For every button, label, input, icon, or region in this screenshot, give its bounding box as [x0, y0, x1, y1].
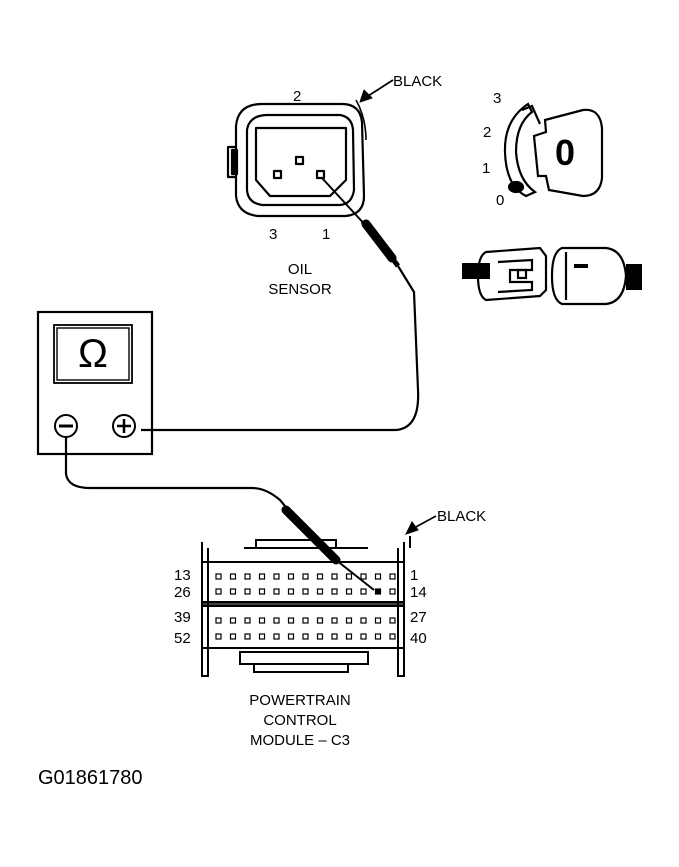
pcm-label-line2: CONTROL	[263, 712, 337, 729]
pcm-pin-cavity	[389, 633, 396, 640]
positive-test-lead	[141, 177, 420, 432]
pcm-pin-cavity	[360, 588, 367, 595]
ohmmeter	[36, 310, 154, 456]
pcm-pin-52-label: 52	[174, 630, 191, 647]
pcm-pin-cavity	[374, 588, 382, 595]
pcm-pin-26-label: 26	[174, 584, 191, 601]
pcm-pin-cavity	[374, 633, 382, 640]
pcm-pin-cavity	[374, 573, 382, 580]
pcm-pin-cavity	[316, 633, 324, 640]
pcm-pin-1-label: 1	[410, 567, 419, 584]
pcm-pin-cavity	[302, 633, 309, 640]
pcm-pin-cavity	[229, 573, 237, 580]
pcm-pin-cavity	[273, 573, 280, 580]
ignition-switch-icon	[462, 246, 642, 306]
pcm-pin-cavity	[316, 573, 324, 580]
pcm-pin-cavity	[258, 588, 266, 595]
pcm-pin-39-label: 39	[174, 609, 191, 626]
ignition-position-1: 1	[482, 160, 491, 177]
pcm-pin-cavity	[331, 588, 338, 595]
pcm-pin-cavity	[302, 573, 309, 580]
pcm-pin-grid	[215, 573, 396, 640]
pcm-pin-cavity	[374, 617, 382, 624]
pcm-pin-cavity	[258, 617, 266, 624]
negative-test-lead	[64, 437, 375, 591]
pcm-pin-cavity	[273, 588, 280, 595]
pcm-pin-cavity	[287, 633, 295, 640]
pcm-pin-cavity	[273, 633, 280, 640]
pcm-connector	[201, 515, 437, 677]
pcm-pin-cavity	[287, 573, 295, 580]
pcm-pin-cavity	[229, 588, 237, 595]
pcm-pin-cavity	[389, 617, 396, 624]
pcm-label-line3: MODULE – C3	[249, 732, 351, 749]
pcm-pin-cavity	[302, 588, 309, 595]
oil-sensor-pin-2-label: 2	[293, 88, 302, 105]
pcm-pin-cavity	[215, 633, 222, 640]
pcm-pin-cavity	[229, 633, 237, 640]
pcm-pin-cavity	[360, 573, 367, 580]
ignition-position-3: 3	[493, 90, 502, 107]
ohm-symbol: Ω	[78, 332, 108, 376]
pcm-pin-cavity	[244, 633, 251, 640]
pcm-pin-cavity	[389, 573, 396, 580]
pcm-pin-cavity	[215, 617, 222, 624]
pcm-pin-cavity	[273, 617, 280, 624]
key-mark: 0	[555, 132, 576, 173]
pcm-pin-cavity	[316, 617, 324, 624]
pcm-pin-cavity	[345, 588, 353, 595]
pcm-pin-cavity	[331, 617, 338, 624]
pcm-pin-cavity	[258, 633, 266, 640]
pcm-pin-cavity	[331, 573, 338, 580]
pcm-pin-27-label: 27	[410, 609, 427, 626]
figure-id: G01861780	[38, 767, 143, 789]
pcm-pin-cavity	[215, 588, 222, 595]
pcm-pin-cavity	[345, 617, 353, 624]
pcm-pin-cavity	[244, 573, 251, 580]
oil-sensor-connector-color: BLACK	[393, 73, 443, 90]
pcm-pin-cavity	[287, 588, 295, 595]
oil-sensor-label-line1: OIL	[287, 261, 313, 278]
pcm-connector-color: BLACK	[437, 508, 487, 525]
pcm-pin-cavity	[215, 573, 222, 580]
pcm-pin-cavity	[302, 617, 309, 624]
oil-sensor-label-line2: SENSOR	[268, 281, 332, 298]
oil-sensor-pin-1-label: 1	[322, 226, 331, 243]
pcm-pin-cavity	[229, 617, 237, 624]
oil-sensor-connector	[226, 79, 394, 218]
pcm-pin-cavity	[331, 633, 338, 640]
oil-sensor-pin-3-label: 3	[269, 226, 278, 243]
pcm-pin-cavity	[345, 633, 353, 640]
pcm-pin-cavity	[244, 617, 251, 624]
pcm-pin-14-label: 14	[410, 584, 427, 601]
pcm-pin-cavity	[244, 588, 251, 595]
pcm-pin-cavity	[316, 588, 324, 595]
pcm-pin-13-label: 13	[174, 567, 191, 584]
pcm-pin-cavity	[258, 573, 266, 580]
pcm-pin-cavity	[389, 588, 396, 595]
pcm-label-line1: POWERTRAIN	[249, 692, 351, 709]
pcm-pin-cavity	[360, 633, 367, 640]
pcm-pin-cavity	[345, 573, 353, 580]
ignition-position-0: 0	[496, 192, 505, 209]
ignition-key-icon	[503, 102, 604, 198]
ignition-position-2: 2	[483, 124, 492, 141]
pcm-pin-cavity	[360, 617, 367, 624]
pcm-pin-40-label: 40	[410, 630, 427, 647]
pcm-pin-cavity	[287, 617, 295, 624]
